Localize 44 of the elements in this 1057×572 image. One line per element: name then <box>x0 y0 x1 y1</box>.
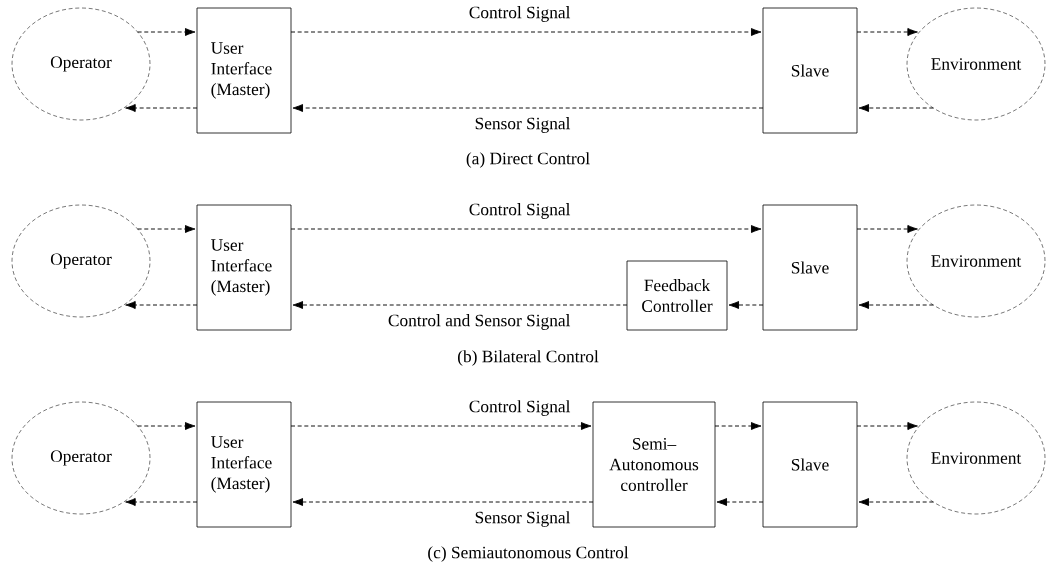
process-box: Feedback Controller <box>626 260 728 331</box>
arrow <box>714 422 762 430</box>
arrow <box>856 225 918 233</box>
ellipse-node: Environment <box>906 401 1046 515</box>
edge-label: Control and Sensor Signal <box>388 314 571 330</box>
arrow <box>290 422 592 430</box>
edge-label: Control Signal <box>469 203 571 219</box>
ellipse-node: Operator <box>11 7 151 121</box>
ellipse-node: Environment <box>906 7 1046 121</box>
arrow <box>292 498 594 506</box>
ellipse-node: Operator <box>11 204 151 318</box>
arrow <box>125 301 198 309</box>
process-box: Semi– Autonomous controller <box>592 401 716 528</box>
process-box: User Interface (Master) <box>196 204 292 331</box>
caption: (b) Bilateral Control <box>458 350 599 366</box>
arrow <box>137 225 196 233</box>
arrow <box>290 28 762 36</box>
arrow <box>290 225 762 233</box>
arrow <box>858 104 934 112</box>
edge-label: Sensor Signal <box>475 511 571 527</box>
arrow <box>292 301 628 309</box>
arrow <box>292 104 764 112</box>
caption: (a) Direct Control <box>466 152 590 168</box>
arrow <box>125 498 198 506</box>
arrow <box>728 301 764 309</box>
arrow <box>137 422 196 430</box>
arrow <box>125 104 198 112</box>
edge-label: Sensor Signal <box>475 117 571 133</box>
arrow <box>858 301 934 309</box>
arrow <box>858 498 934 506</box>
arrow <box>856 422 918 430</box>
arrow <box>716 498 764 506</box>
ellipse-node: Environment <box>906 204 1046 318</box>
caption: (c) Semiautonomous Control <box>428 546 629 562</box>
process-box: Slave <box>762 204 858 331</box>
process-box: Slave <box>762 401 858 528</box>
process-box: User Interface (Master) <box>196 401 292 528</box>
ellipse-node: Operator <box>11 401 151 515</box>
edge-label: Control Signal <box>469 400 571 416</box>
arrow <box>856 28 918 36</box>
arrow <box>137 28 196 36</box>
process-box: User Interface (Master) <box>196 7 292 134</box>
edge-label: Control Signal <box>469 6 571 22</box>
process-box: Slave <box>762 7 858 134</box>
